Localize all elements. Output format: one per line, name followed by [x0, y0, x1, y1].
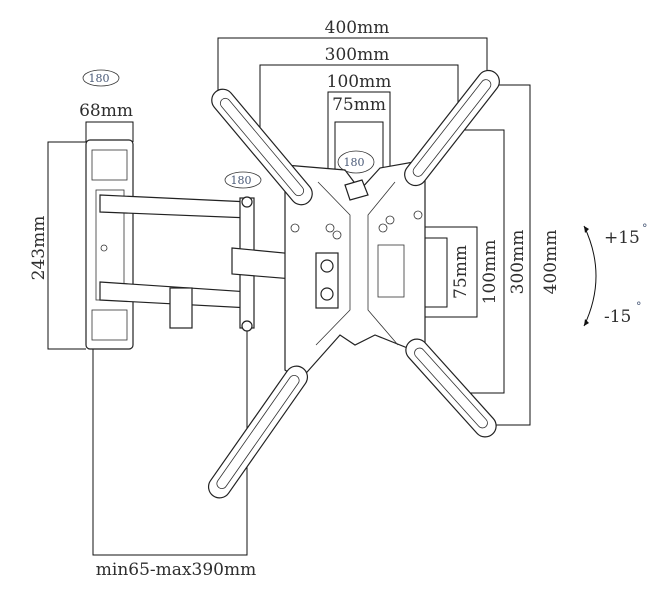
arrow-down-icon	[584, 319, 589, 326]
tilt-down-degree: °	[636, 300, 642, 313]
dim-100mm-vertical: 100mm	[480, 240, 500, 305]
dim-400mm-vertical: 400mm	[541, 230, 561, 295]
rotation-indicator-arm: 180	[224, 171, 262, 189]
dim-extension: min65-max390mm	[96, 560, 256, 580]
dim-300mm-horizontal: 300mm	[325, 45, 390, 65]
tilt-up-degree: °	[642, 222, 648, 235]
rotation-indicator-wall: 180	[82, 69, 120, 87]
dim-400mm-horizontal: 400mm	[325, 18, 390, 38]
dim-75mm-horizontal: 75mm	[332, 95, 386, 115]
svg-text:180: 180	[89, 72, 110, 85]
arrow-up-icon	[584, 226, 589, 233]
dim-75mm-vertical: 75mm	[451, 245, 471, 299]
dim-300mm-vertical: 300mm	[508, 230, 528, 295]
tilt-indicator: +15 ° -15 °	[583, 222, 648, 327]
dim-100mm-horizontal: 100mm	[327, 72, 392, 92]
tilt-down-label: -15	[604, 307, 631, 327]
wall-plate	[85, 139, 134, 350]
svg-text:180: 180	[344, 156, 365, 169]
dim-243mm: 243mm	[29, 216, 49, 281]
vesa-arms	[207, 69, 500, 499]
dim-68mm: 68mm	[79, 101, 133, 121]
rotation-indicator-plate: 180	[337, 150, 375, 174]
svg-text:180: 180	[231, 174, 252, 187]
tilt-up-label: +15	[604, 228, 640, 248]
